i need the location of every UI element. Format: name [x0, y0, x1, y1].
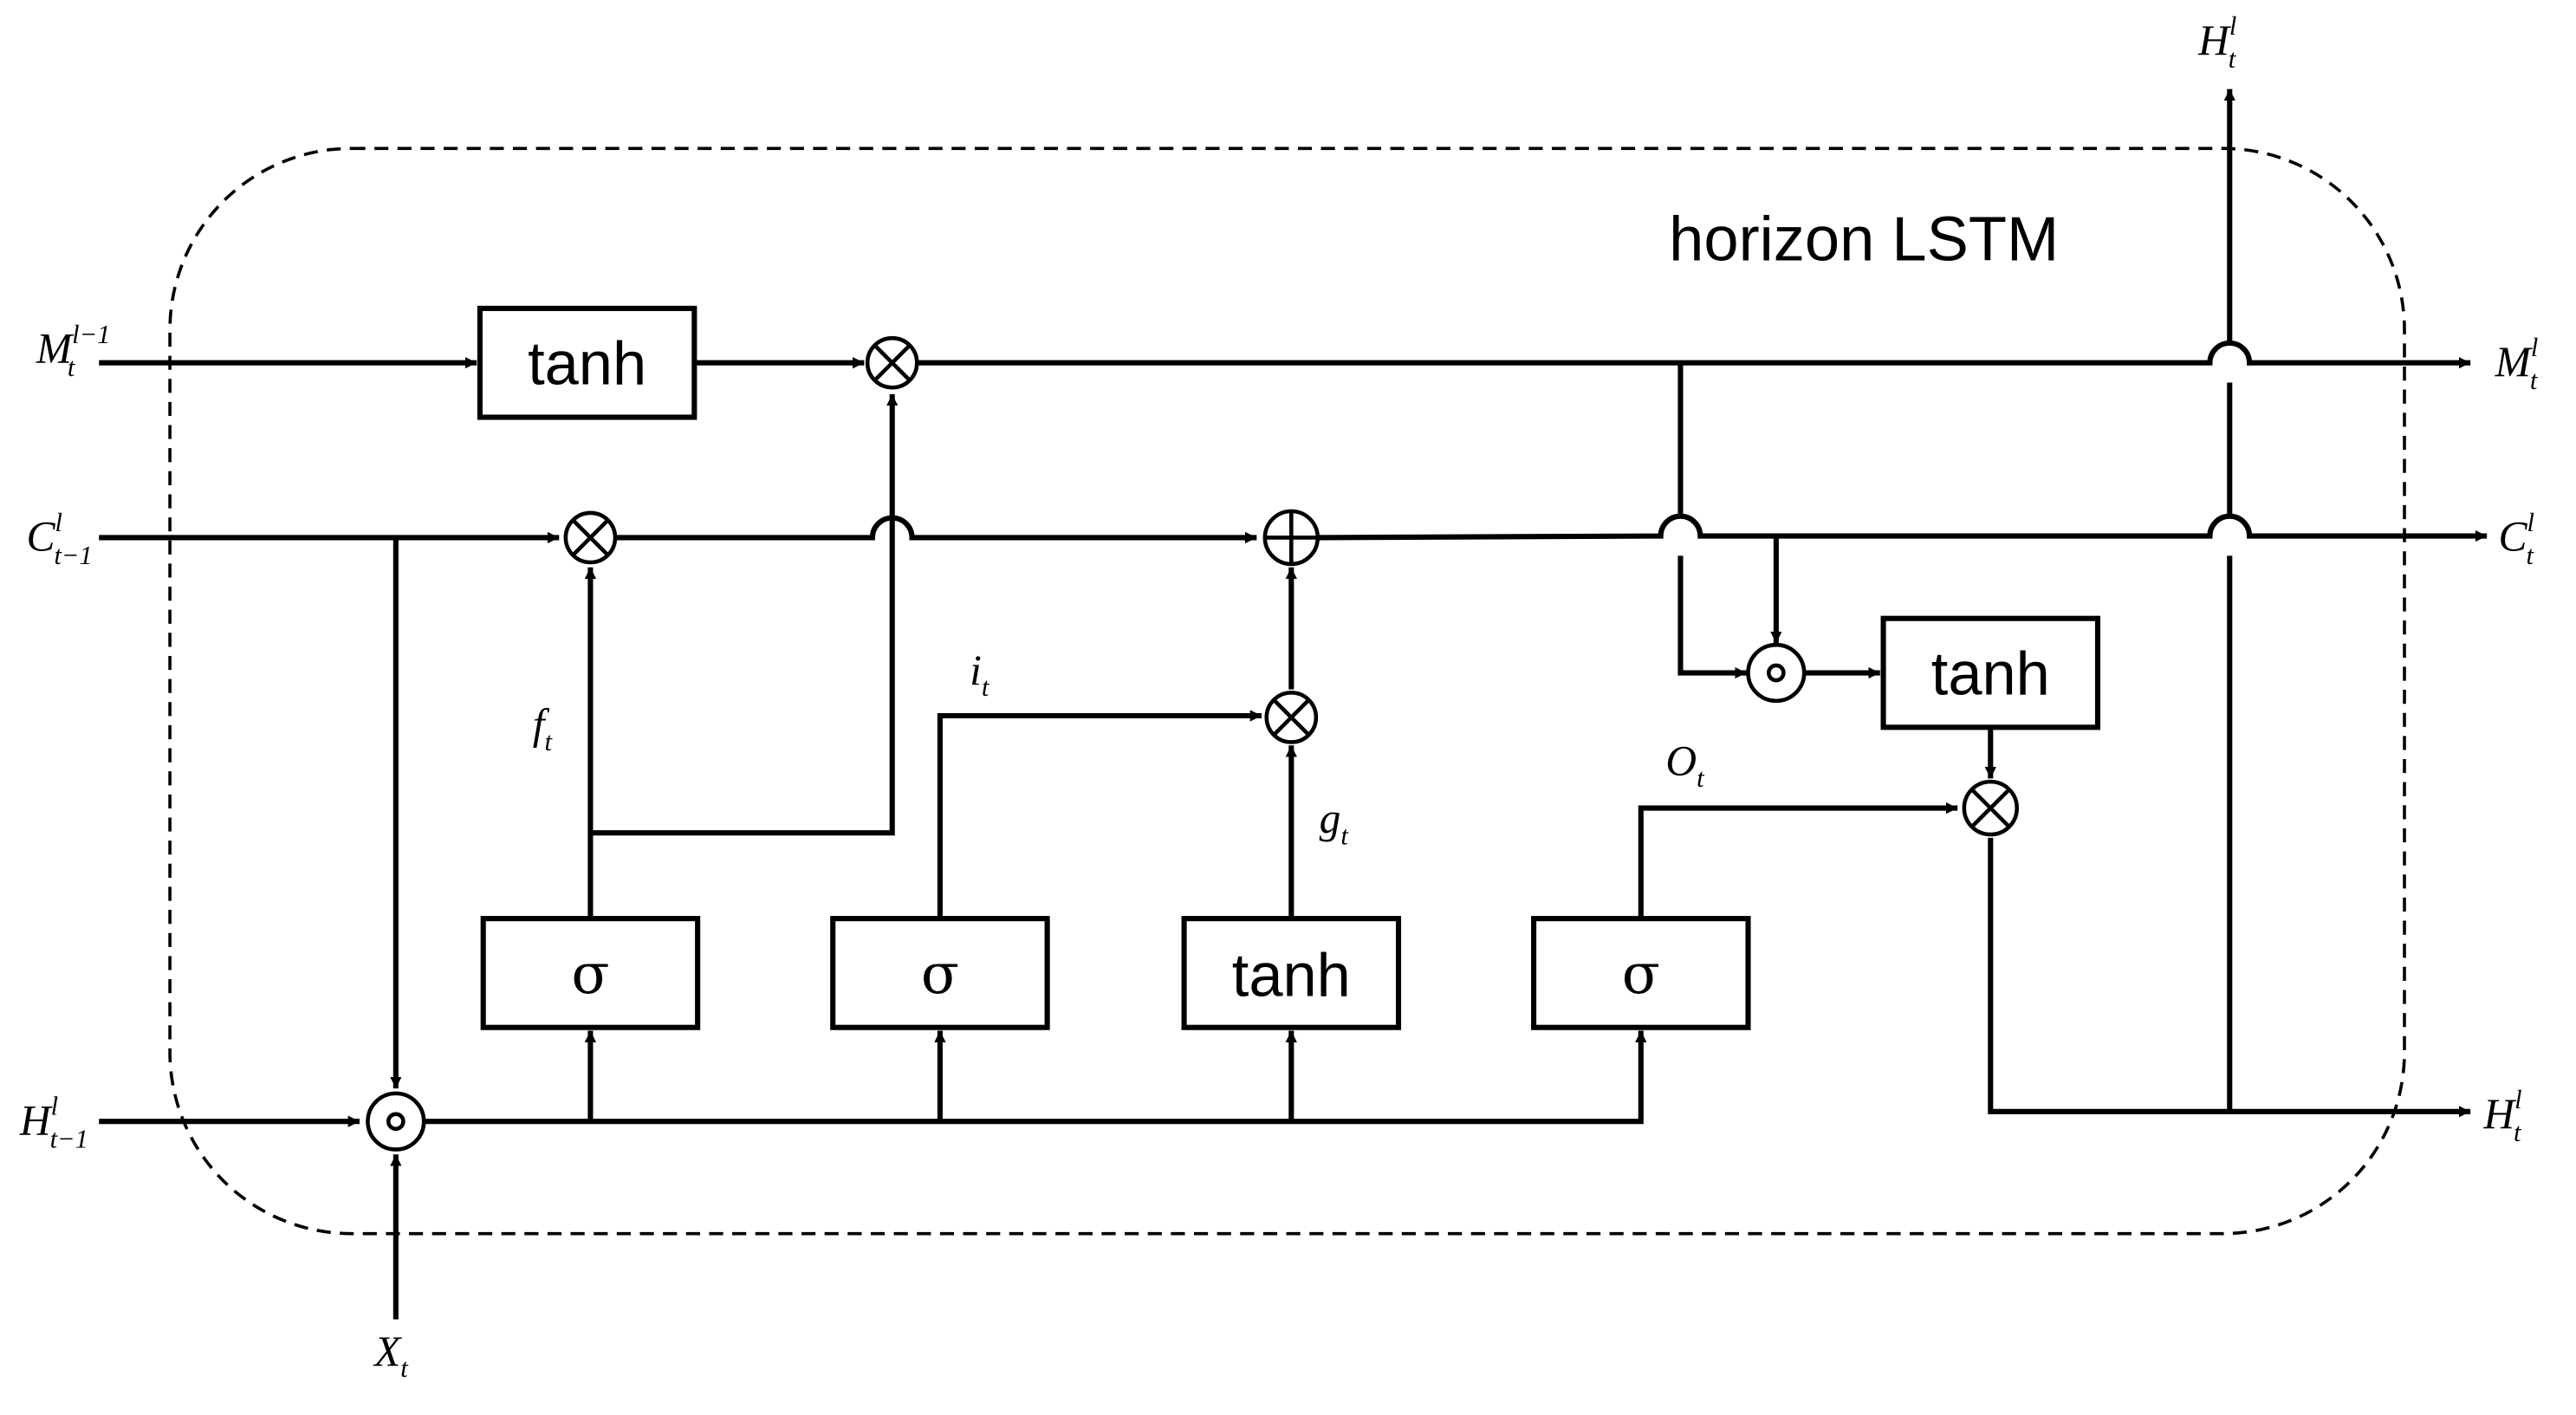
sigma-forget-box: σ: [480, 916, 701, 1030]
add-node-cell: [1262, 509, 1320, 567]
sigma-input-label: σ: [921, 942, 959, 1007]
multiply-node-memory: [865, 335, 919, 390]
tanh-output-label: tanh: [1931, 639, 2050, 707]
wire-m-down: [1677, 362, 1746, 673]
multiply-node-input: [1264, 691, 1319, 744]
wire-o: [1638, 802, 1958, 919]
hadamard-node-output: [1746, 642, 1807, 704]
wire-i: [937, 710, 1262, 919]
sigma-input-box: σ: [830, 916, 1050, 1030]
tanh-memory-label: tanh: [528, 328, 646, 397]
cell-frame: [168, 146, 2406, 1236]
tanh-candidate-label: tanh: [1232, 941, 1351, 1009]
wire-f-to-m: [590, 393, 899, 836]
label-o: Ot: [1665, 737, 1705, 793]
sigma-forget-label: σ: [571, 942, 609, 1007]
tanh-memory-box: tanh: [477, 305, 698, 420]
diagram-title: horizon LSTM: [1669, 205, 2059, 275]
wire-bus: [425, 1030, 1647, 1125]
wire-c-mid: [616, 515, 1257, 544]
label-x: Xt: [373, 1327, 409, 1383]
tanh-candidate-box: tanh: [1181, 916, 1402, 1030]
wire-c-out: [1317, 513, 2488, 542]
sigma-output-label: σ: [1622, 942, 1660, 1007]
label-f: ft: [533, 701, 554, 756]
sigma-output-box: σ: [1531, 916, 1751, 1030]
wire-m-out: [918, 340, 2471, 369]
tanh-output-box: tanh: [1880, 615, 2101, 730]
label-g: gt: [1320, 795, 1350, 850]
multiply-node-forget: [563, 510, 618, 565]
wire-h-out: [1988, 837, 2471, 1118]
label-i: it: [970, 646, 990, 702]
multiply-node-output: [1962, 779, 2020, 837]
hadamard-node-input: [366, 1091, 426, 1152]
